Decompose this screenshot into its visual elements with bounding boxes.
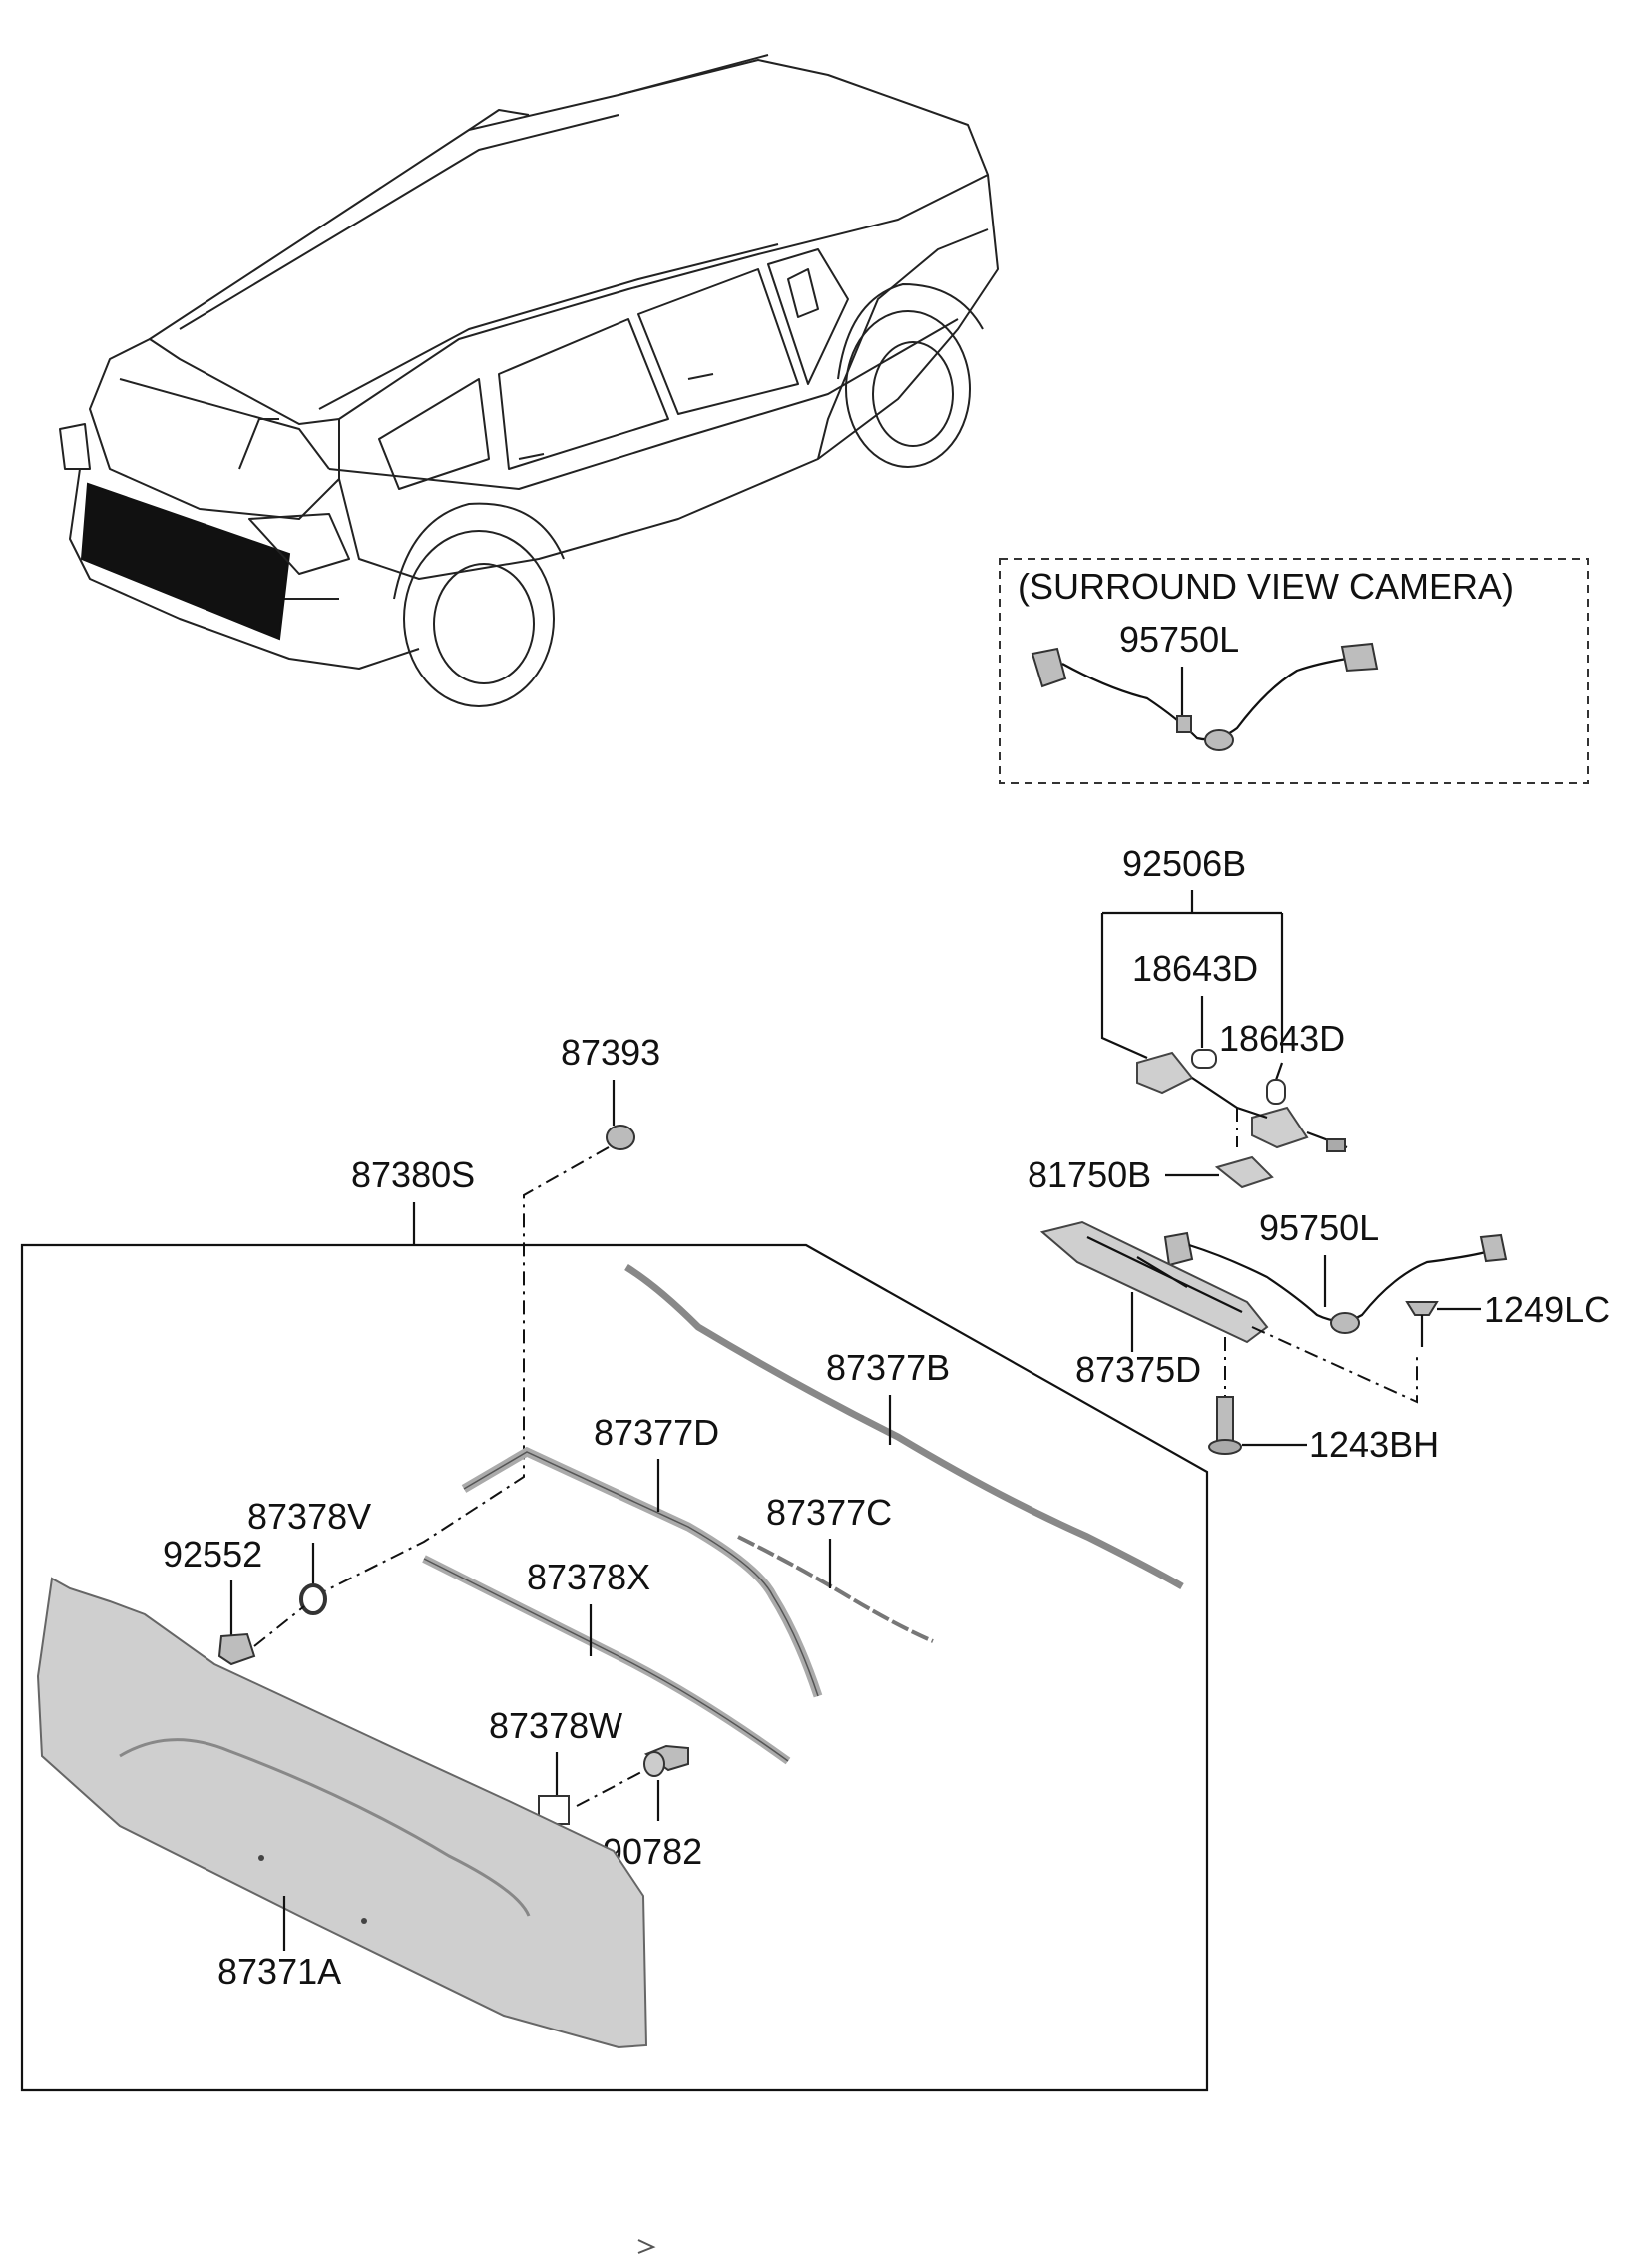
label-87378W: 87378W bbox=[489, 1705, 622, 1746]
label-18643D-b: 18643D bbox=[1219, 1018, 1345, 1059]
vehicle-illustration-icon bbox=[59, 54, 999, 707]
chevron-right-icon bbox=[637, 2239, 656, 2254]
label-1243BH: 1243BH bbox=[1309, 1424, 1439, 1465]
license-lamp-assembly: 92506B 18643D 18643D 81750B 95750L 87375… bbox=[1028, 843, 1610, 1465]
garnish-assembly: 87393 87380S 87377B 87377D 87377C 87378V… bbox=[20, 1032, 1209, 2092]
label-87378V: 87378V bbox=[247, 1496, 371, 1537]
inset-caption: (SURROUND VIEW CAMERA) bbox=[1018, 566, 1514, 607]
label-87377C: 87377C bbox=[766, 1492, 892, 1533]
label-87377D: 87377D bbox=[594, 1412, 719, 1453]
tailgate-garnish-highlight bbox=[80, 482, 291, 641]
label-87378X: 87378X bbox=[527, 1557, 650, 1597]
assembly-box bbox=[20, 1243, 1209, 2092]
label-87380S: 87380S bbox=[351, 1154, 475, 1195]
label-87393: 87393 bbox=[561, 1032, 660, 1073]
label-18643D-a: 18643D bbox=[1132, 948, 1258, 989]
label-81750B: 81750B bbox=[1028, 1154, 1151, 1195]
label-95750L: 95750L bbox=[1259, 1207, 1379, 1248]
garnish-panel-icon bbox=[36, 1577, 648, 2049]
label-87375D: 87375D bbox=[1075, 1349, 1201, 1390]
label-1249LC: 1249LC bbox=[1484, 1289, 1610, 1330]
label-92506B: 92506B bbox=[1122, 843, 1246, 884]
surround-view-camera-inset: (SURROUND VIEW CAMERA) 95750L bbox=[999, 558, 1589, 784]
label-87371A: 87371A bbox=[217, 1951, 341, 1992]
label-92552: 92552 bbox=[163, 1534, 262, 1575]
label-87377B: 87377B bbox=[826, 1347, 950, 1388]
label-95750L-inset: 95750L bbox=[1119, 619, 1239, 660]
